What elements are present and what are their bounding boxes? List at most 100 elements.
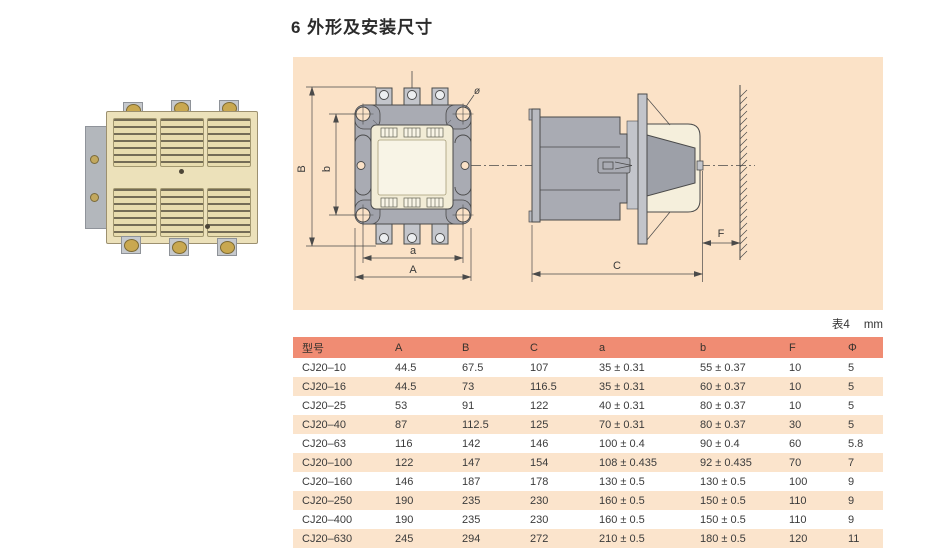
table-cell: 190	[395, 513, 414, 526]
table-cell: 150 ± 0.5	[700, 494, 746, 507]
table-cell: 10	[789, 380, 802, 393]
photo-screw-icon	[205, 224, 210, 229]
table-cell: 230	[530, 494, 549, 507]
dim-label-C: C	[613, 260, 621, 272]
table-cell: 5	[848, 361, 855, 374]
table-cell: 107	[530, 361, 549, 374]
column-header: C	[530, 337, 599, 358]
table-cell: CJ20–63	[302, 437, 347, 450]
table-cell: 146	[395, 475, 414, 488]
table-cell: 87	[395, 418, 408, 431]
table-cell: CJ20–25	[302, 399, 347, 412]
table-cell: 35 ± 0.31	[599, 361, 645, 374]
table-cell: 147	[462, 456, 481, 469]
photo-terminal-screw-icon	[172, 241, 187, 254]
table-cell: 90 ± 0.4	[700, 437, 740, 450]
dim-label-a: a	[410, 245, 417, 257]
table-cell: 108 ± 0.435	[599, 456, 658, 469]
table-cell: 9	[848, 513, 855, 526]
table-cell: 70	[789, 456, 802, 469]
table-cell: CJ20–400	[302, 513, 353, 526]
column-header: b	[700, 337, 789, 358]
table-cell: 100 ± 0.4	[599, 437, 645, 450]
table-row: CJ20–25 53 91 122 40 ± 0.31 80 ± 0.37 10 5	[293, 396, 883, 415]
table-cell: 235	[462, 494, 481, 507]
table-cell: 122	[395, 456, 414, 469]
table-cell: 187	[462, 475, 481, 488]
table-cell: 154	[530, 456, 549, 469]
column-header: B	[462, 337, 530, 358]
table-cell: 130 ± 0.5	[599, 475, 645, 488]
side-view	[528, 93, 704, 245]
dim-label-B: B	[296, 165, 308, 172]
table-cell: 35 ± 0.31	[599, 380, 645, 393]
table-cell: 5.8	[848, 437, 864, 450]
table-unit: mm	[863, 319, 883, 331]
photo-vent-panel	[207, 118, 251, 167]
table-cell: 180 ± 0.5	[700, 532, 746, 545]
table-cell: 230	[530, 513, 549, 526]
dimension-drawing: B b a A ø	[296, 71, 755, 282]
dim-label-diameter: ø	[474, 86, 480, 97]
table-cell: 10	[789, 399, 802, 412]
table-cell: 160 ± 0.5	[599, 513, 645, 526]
table-row: CJ20–400 190 235 230 160 ± 0.5 150 ± 0.5 110 9	[293, 510, 883, 529]
table-cell: 146	[530, 437, 549, 450]
table-cell: 294	[462, 532, 481, 545]
table-cell: 150 ± 0.5	[700, 513, 746, 526]
table-cell: 30	[789, 418, 802, 431]
table-cell: CJ20–630	[302, 532, 353, 545]
photo-vent-panel	[160, 118, 204, 167]
table-cell: CJ20–16	[302, 380, 347, 393]
table-cell: 110	[789, 513, 807, 526]
table-cell: 112.5	[462, 418, 489, 431]
table-cell: 91	[462, 399, 475, 412]
table-cell: 9	[848, 475, 855, 488]
page-title: 6 外形及安装尺寸	[291, 18, 434, 37]
photo-screw-icon	[179, 169, 184, 174]
table-cell: 5	[848, 380, 855, 393]
table-cell: 53	[395, 399, 408, 412]
table-cell: 110	[789, 494, 807, 507]
column-header: 型号	[293, 337, 395, 358]
table-cell: 142	[462, 437, 481, 450]
front-dimensions	[306, 86, 475, 281]
table-cell: 80 ± 0.37	[700, 399, 746, 412]
front-view	[352, 71, 474, 245]
photo-terminal-screw-icon	[220, 241, 235, 254]
table-cell: 5	[848, 418, 855, 431]
mounting-wall	[739, 85, 748, 260]
dim-label-b: b	[321, 166, 333, 172]
table-cell: 210 ± 0.5	[599, 532, 645, 545]
table-cell: 160 ± 0.5	[599, 494, 645, 507]
table-number: 表4	[831, 319, 850, 331]
table-cell: 5	[848, 399, 855, 412]
photo-terminal-screw-icon	[124, 239, 139, 252]
table-cell: 122	[530, 399, 549, 412]
table-cell: 40 ± 0.31	[599, 399, 645, 412]
table-cell: 44.5	[395, 380, 417, 393]
table-cell: 7	[848, 456, 855, 469]
dim-label-A: A	[409, 264, 417, 276]
dim-label-F: F	[718, 228, 725, 240]
table-cell: 235	[462, 513, 481, 526]
table-cell: 67.5	[462, 361, 484, 374]
photo-vent-panel	[160, 188, 204, 237]
photo-screw-icon	[90, 155, 99, 164]
table-cell: CJ20–160	[302, 475, 353, 488]
side-dimensions	[531, 171, 741, 282]
table-cell: 80 ± 0.37	[700, 418, 746, 431]
table-cell: 245	[395, 532, 414, 545]
table-cell: CJ20–250	[302, 494, 353, 507]
table-note: 表4 mm	[293, 316, 883, 332]
table-cell: 92 ± 0.435	[700, 456, 752, 469]
table-cell: 60 ± 0.37	[700, 380, 746, 393]
